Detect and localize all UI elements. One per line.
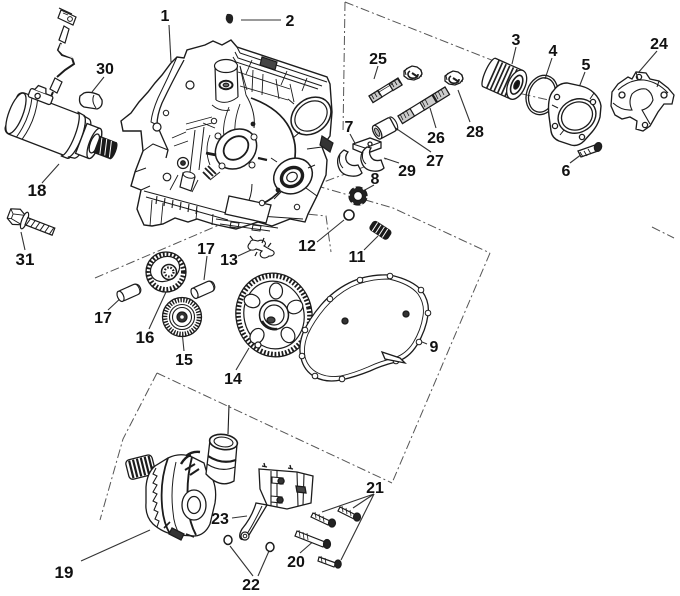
svg-text:14: 14 [224,371,242,388]
svg-text:16: 16 [136,328,155,347]
svg-text:4: 4 [549,43,558,60]
svg-text:1: 1 [161,8,170,25]
svg-text:8: 8 [371,171,380,188]
svg-text:11: 11 [349,249,366,266]
svg-text:17: 17 [197,241,215,258]
svg-text:12: 12 [298,238,316,255]
svg-text:19: 19 [55,563,74,582]
svg-text:13: 13 [220,252,238,269]
svg-text:20: 20 [287,554,305,571]
svg-text:24: 24 [650,36,668,53]
svg-text:23: 23 [211,511,229,528]
svg-text:28: 28 [466,124,484,141]
svg-text:21: 21 [366,480,384,497]
svg-text:18: 18 [28,181,47,200]
svg-text:6: 6 [562,163,571,180]
svg-text:27: 27 [426,153,444,170]
svg-text:3: 3 [512,32,521,49]
svg-text:5: 5 [582,57,591,74]
svg-text:30: 30 [96,61,114,78]
svg-text:25: 25 [369,51,387,68]
svg-text:22: 22 [242,577,260,594]
svg-text:9: 9 [430,339,439,356]
svg-text:7: 7 [345,119,354,136]
svg-text:31: 31 [16,250,35,269]
svg-text:26: 26 [427,130,445,147]
svg-text:15: 15 [175,352,193,369]
svg-text:29: 29 [398,163,416,180]
svg-text:17: 17 [94,310,112,327]
svg-text:2: 2 [286,13,295,30]
